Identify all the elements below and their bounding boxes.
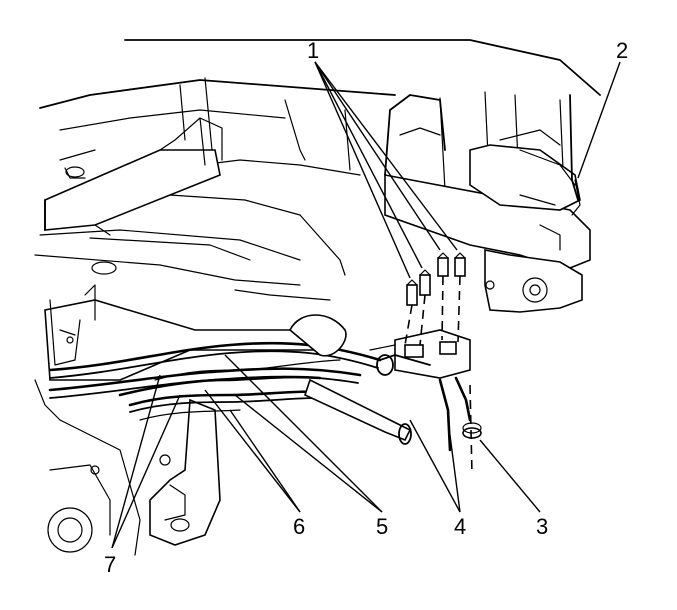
leader-5b <box>234 394 383 513</box>
junction-block <box>369 329 472 452</box>
callout-5: 5 <box>376 514 388 539</box>
lower-underbody <box>34 284 331 556</box>
callout-6: 6 <box>293 514 305 539</box>
leader-5a <box>224 354 383 513</box>
callout-labels: 1 2 3 4 5 6 7 <box>104 38 628 577</box>
callout-4: 4 <box>454 514 466 539</box>
bolt-1d <box>454 252 466 277</box>
callout-1: 1 <box>307 38 319 63</box>
bolt-1b <box>419 269 431 296</box>
alignment-lines <box>404 275 473 476</box>
callout-2: 2 <box>616 38 628 63</box>
bolt-1c <box>437 252 449 277</box>
leader-6a <box>204 389 301 513</box>
left-crossmember <box>44 117 223 236</box>
leader-1c <box>314 61 441 251</box>
leader-3 <box>479 439 541 513</box>
leader-1d <box>314 61 458 251</box>
leader-6b <box>229 409 301 513</box>
floor-pan <box>34 39 601 301</box>
right-frame-rail <box>384 94 591 313</box>
bolt-1a <box>406 279 418 306</box>
leader-7b <box>111 394 181 549</box>
callout-3: 3 <box>536 514 548 539</box>
leader-2 <box>577 61 621 179</box>
leader-1a <box>314 61 411 279</box>
leader-4a <box>409 419 461 513</box>
leader-lines <box>111 61 621 549</box>
leader-7a <box>111 374 161 549</box>
leader-4b <box>447 419 461 513</box>
nut-3 <box>462 422 482 439</box>
leader-1b <box>314 61 423 269</box>
canister <box>289 314 412 445</box>
callout-7: 7 <box>104 552 116 577</box>
right-side-panel <box>519 94 581 216</box>
